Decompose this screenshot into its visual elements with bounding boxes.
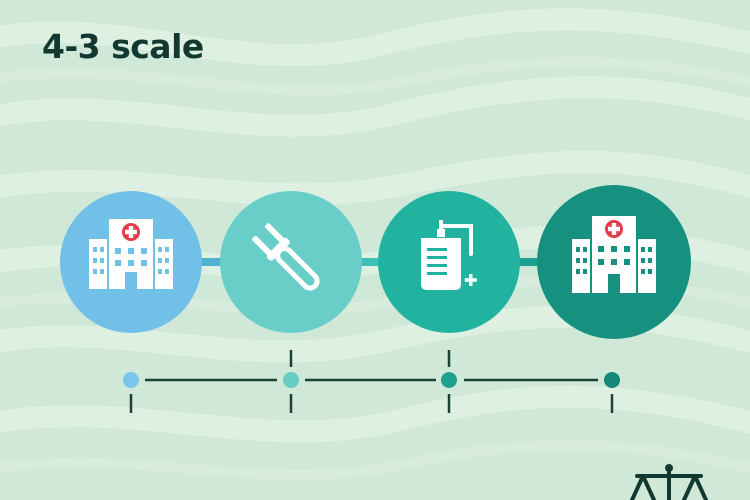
- timeline-dot-3: [441, 372, 457, 388]
- timeline: [123, 350, 620, 413]
- timeline-dot-1: [123, 372, 139, 388]
- hospital-icon: [572, 216, 656, 293]
- balance-scale-icon: [630, 464, 708, 500]
- surgical-tool-icon: [252, 223, 320, 291]
- step-3: [378, 191, 520, 333]
- step-2: [220, 191, 362, 333]
- page-title: 4-3 scale: [42, 27, 204, 66]
- hospital-icon: [89, 219, 173, 289]
- timeline-dot-2: [283, 372, 299, 388]
- timeline-ticks: [129, 350, 614, 413]
- step-4: [537, 185, 691, 339]
- timeline-dot-4: [604, 372, 620, 388]
- step-1: [60, 191, 202, 333]
- iv-bag-icon: [421, 220, 477, 290]
